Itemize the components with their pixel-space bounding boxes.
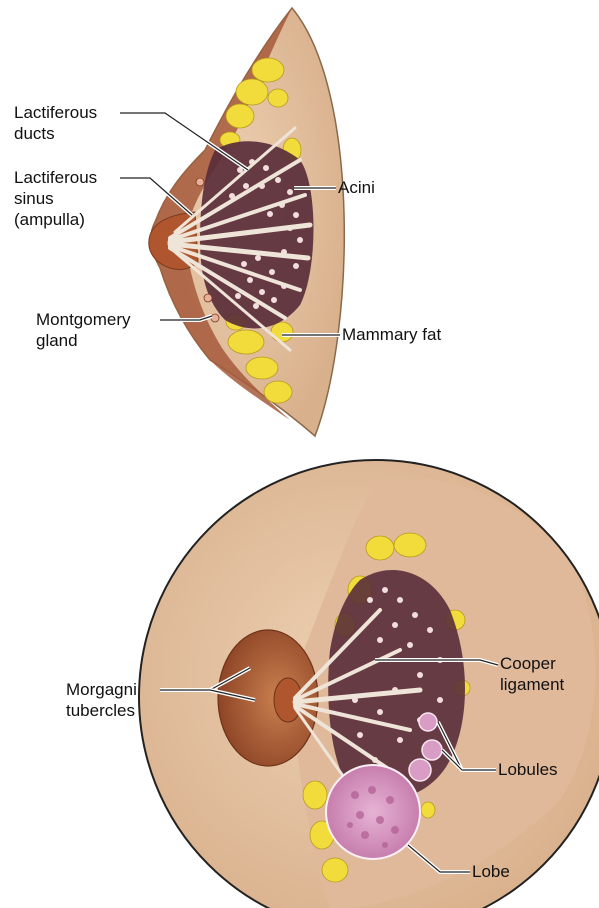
label-line: sinus <box>14 188 97 209</box>
label-line: tubercles <box>66 700 137 721</box>
label-line: Acini <box>338 177 375 198</box>
sagittal-section <box>149 8 344 436</box>
label-line: Lobules <box>498 759 558 780</box>
label-morgagni-tubercles: Morgagni tubercles <box>66 679 137 721</box>
label-mammary-fat: Mammary fat <box>342 324 441 345</box>
label-lactiferous-sinus: Lactiferous sinus (ampulla) <box>14 167 97 230</box>
frontal-glandular-tissue <box>328 570 465 800</box>
label-line: ligament <box>500 674 564 695</box>
label-line: gland <box>36 330 130 351</box>
label-lobe: Lobe <box>472 861 510 882</box>
label-line: (ampulla) <box>14 209 97 230</box>
label-line: Lobe <box>472 861 510 882</box>
label-lactiferous-ducts: Lactiferous ducts <box>14 102 97 144</box>
label-cooper-ligament: Cooper ligament <box>500 653 564 695</box>
label-acini: Acini <box>338 177 375 198</box>
label-line: ducts <box>14 123 97 144</box>
label-line: Cooper <box>500 653 564 674</box>
lobe-drawing <box>326 765 420 859</box>
label-lobules: Lobules <box>498 759 558 780</box>
label-montgomery-gland: Montgomery gland <box>36 309 130 351</box>
label-line: Morgagni <box>66 679 137 700</box>
label-line: Lactiferous <box>14 167 97 188</box>
label-line: Mammary fat <box>342 324 441 345</box>
label-line: Lactiferous <box>14 102 97 123</box>
label-line: Montgomery <box>36 309 130 330</box>
